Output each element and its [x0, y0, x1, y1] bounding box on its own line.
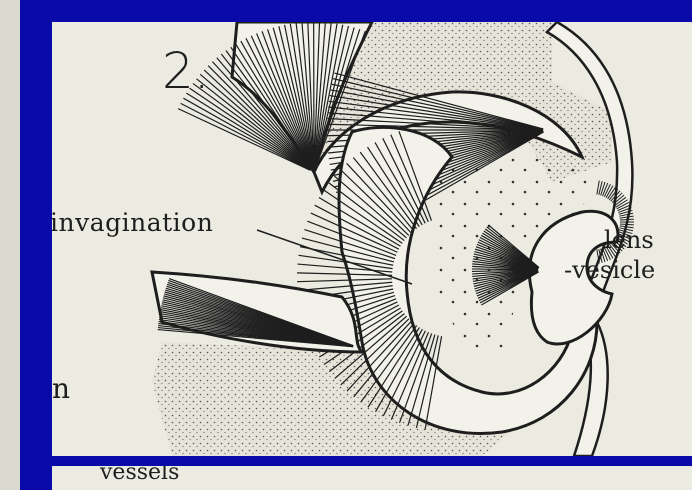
- label-cropped-left: n: [52, 372, 70, 405]
- left-paper-strip: [0, 0, 20, 490]
- diagram-panel: 2. invagination lens -vesicle n: [52, 22, 692, 456]
- figure-number: 2.: [162, 42, 210, 100]
- label-lens: lens: [604, 226, 654, 254]
- label-vesicle: -vesicle: [564, 256, 655, 284]
- label-invagination: invagination: [52, 208, 213, 237]
- embryo-eye-diagram: [52, 22, 692, 456]
- label-cropped-bottom: vessels: [100, 466, 179, 485]
- next-panel-strip: vessels: [52, 466, 692, 490]
